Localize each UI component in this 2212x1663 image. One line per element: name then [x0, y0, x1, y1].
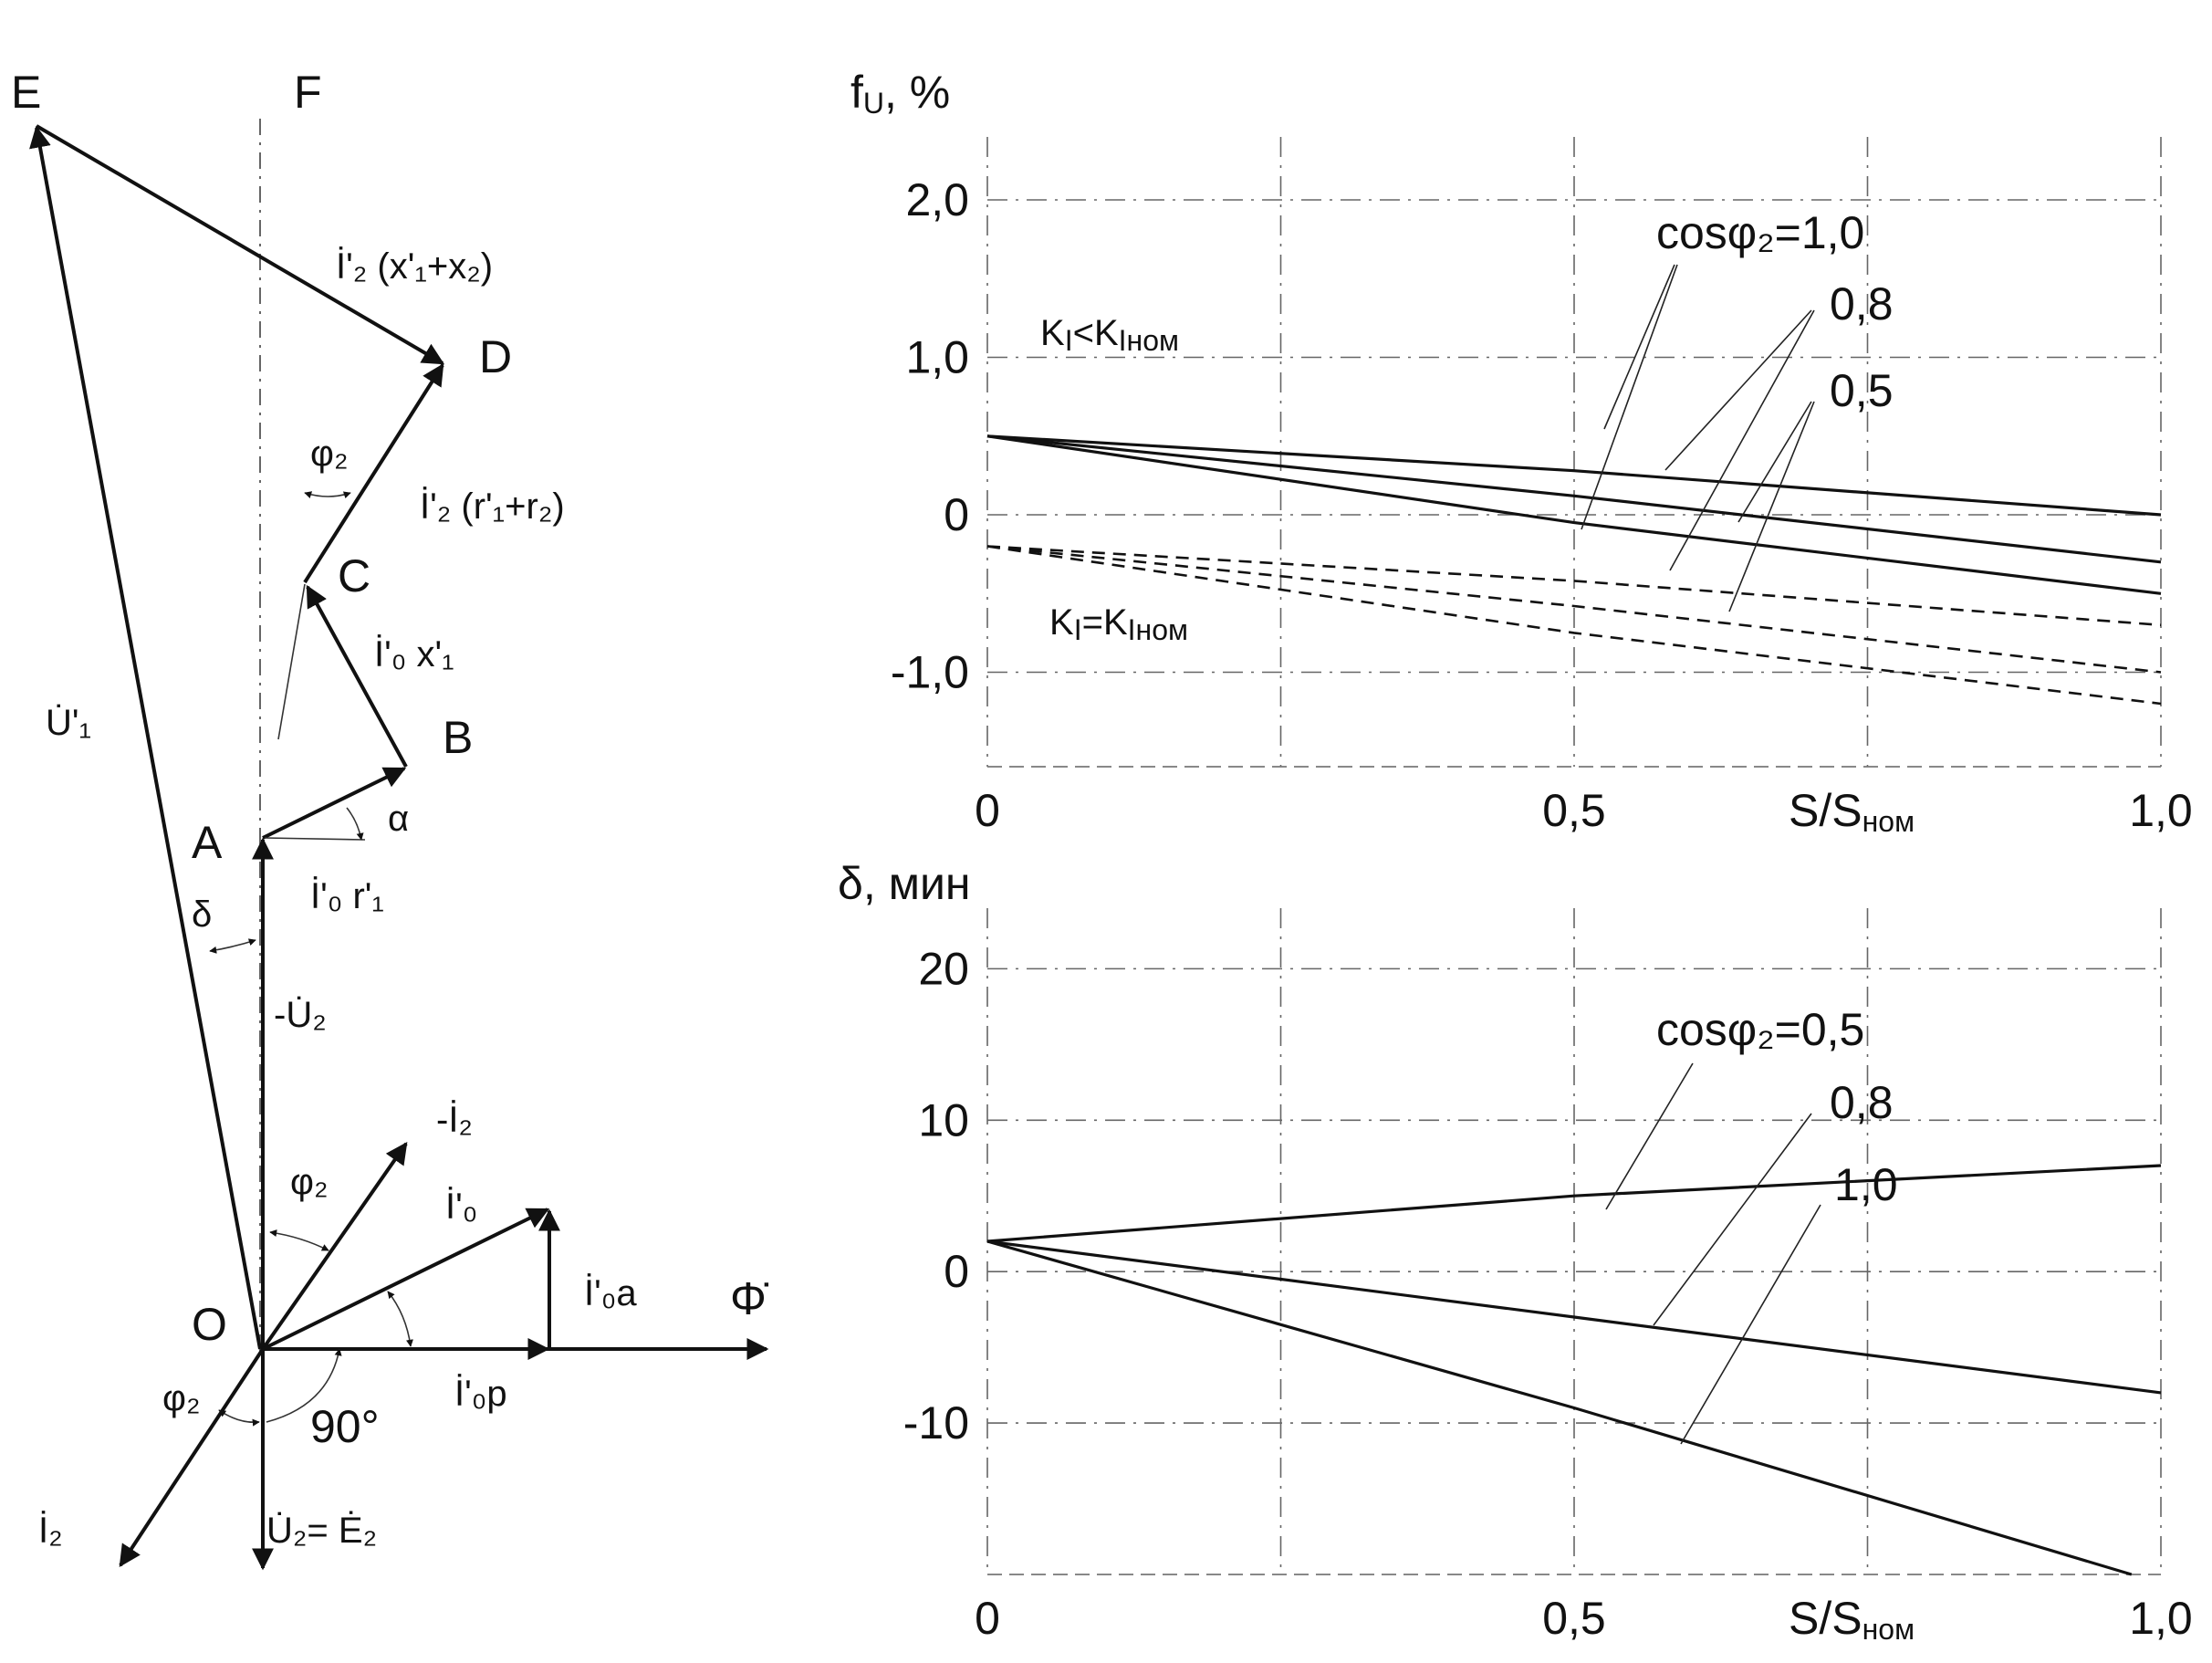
top-y-axis-label: fU, % [850, 67, 950, 120]
point-a-label: A [192, 817, 223, 868]
bottom-leader-10 [1680, 1204, 1821, 1445]
y-tick-label: 10 [918, 1094, 969, 1145]
i0-r1-label: İ'₀ r'₁ [310, 875, 384, 916]
phi2-angle-arc-top [304, 491, 351, 499]
series-line [986, 434, 2162, 595]
point-c-label: C [338, 550, 370, 601]
flux-label: Φ̇ [730, 1273, 769, 1324]
u2-e2-label: U̇₂= Ė₂ [266, 1510, 377, 1551]
bottom-chart-ticks: 20 10 0 -10 0 0,5 1,0 [903, 943, 2193, 1644]
i0-angle-arc [387, 1291, 413, 1347]
i2-rsum-vector [303, 362, 444, 584]
bottom-chart-grid [986, 908, 2162, 1575]
i2-rsum-label: İ'₂ (r'₁+r₂) [420, 486, 565, 527]
x-tick-label: 0 [975, 785, 1000, 836]
i0-label: İ'₀ [445, 1186, 477, 1227]
alpha-angle-arc [346, 807, 364, 841]
x-tick-label: 1,0 [2129, 785, 2193, 836]
series-line [986, 545, 2162, 706]
point-b-label: B [443, 712, 473, 763]
aux-line-c [277, 583, 306, 740]
y-tick-label: 0 [944, 1246, 969, 1297]
series-line [986, 545, 2162, 627]
aux-line-a [264, 837, 366, 841]
voltage-error-chart: 2,0 1,0 0 -1,0 0 0,5 1,0 fU, % S/Sном cosφ₂=1,… [850, 67, 2193, 838]
top-cos-label: cosφ₂=1,0 [1656, 207, 1864, 258]
phi2-label-mid: φ₂ [290, 1162, 328, 1202]
i2-xsum-vector [35, 124, 445, 365]
top-leader-05-dash [1728, 401, 1815, 612]
u1-vector [29, 125, 262, 1350]
i0-r1-vector [262, 767, 407, 840]
x-tick-label: 0 [975, 1593, 1000, 1644]
i0-vector [262, 1208, 550, 1351]
i0-x1-label: İ'₀ x'₁ [374, 633, 454, 675]
phasor-diagram: E F D C B A O İ'₂ (x'₁+x₂) İ'₂ (r'₁+r₂) … [11, 67, 769, 1571]
alpha-label: α [388, 799, 409, 839]
ninety-angle-arc [266, 1348, 342, 1423]
top-x-axis-label: S/Sном [1789, 785, 1915, 838]
phi2-label-low: φ₂ [162, 1378, 200, 1418]
x-tick-label: 1,0 [2129, 1593, 2193, 1644]
top-08-label: 0,8 [1830, 278, 1894, 329]
series-line [986, 1239, 2162, 1395]
y-tick-label: 1,0 [905, 332, 969, 383]
i2-xsum-label: İ'₂ (x'₁+x₂) [336, 246, 493, 287]
minus-u2-label: -U̇₂ [274, 995, 327, 1035]
top-chart-ticks: 2,0 1,0 0 -1,0 0 0,5 1,0 [891, 174, 2193, 836]
point-f-label: F [294, 67, 322, 118]
i2-label: İ₂ [38, 1510, 63, 1551]
bottom-leader-08 [1653, 1113, 1812, 1326]
y-tick-label: -10 [903, 1397, 969, 1449]
bottom-10-label: 1,0 [1834, 1159, 1898, 1210]
bottom-cos-label: cosφ₂=0,5 [1656, 1004, 1864, 1055]
point-o-label: O [192, 1299, 227, 1350]
x-tick-label: 0,5 [1542, 785, 1606, 836]
delta-label: δ [192, 894, 212, 935]
y-tick-label: 0 [944, 489, 969, 540]
top-chart-grid [986, 137, 2162, 768]
series-line [986, 434, 2162, 564]
bottom-x-axis-label: S/Sном [1789, 1593, 1915, 1646]
y-tick-label: -1,0 [891, 647, 969, 698]
top-chart-series [986, 434, 2162, 706]
ninety-degree-label: 90° [310, 1401, 380, 1452]
minus-i2-vector [261, 1142, 408, 1351]
point-e-label: E [11, 67, 41, 118]
ki-equal-label: KI=KIном [1049, 602, 1188, 646]
top-leader-cos1-dash [1581, 264, 1678, 530]
phi2-angle-arc-low [218, 1409, 260, 1427]
bottom-leader-05 [1605, 1062, 1694, 1210]
top-leader-08-solid [1664, 309, 1812, 471]
bottom-y-axis-label: δ, мин [838, 858, 971, 909]
u1-label: U̇'₁ [46, 703, 91, 743]
series-line [986, 434, 2162, 517]
top-leader-cos1-solid [1603, 264, 1675, 430]
top-05-label: 0,5 [1830, 365, 1894, 416]
minus-i2-label: -İ₂ [436, 1099, 473, 1140]
series-line [986, 1164, 2162, 1243]
i0p-label: İ'₀p [454, 1373, 507, 1414]
bottom-08-label: 0,8 [1830, 1077, 1894, 1128]
ki-less-label: KI<KIном [1040, 313, 1179, 357]
point-d-label: D [479, 331, 512, 382]
y-tick-label: 2,0 [905, 174, 969, 225]
x-tick-label: 0,5 [1542, 1593, 1606, 1644]
phi2-angle-arc-mid [269, 1229, 329, 1251]
y-tick-label: 20 [918, 943, 969, 994]
phi2-label-top: φ₂ [310, 434, 348, 474]
delta-angle-arc [209, 938, 256, 954]
top-leader-08-dash [1669, 309, 1815, 571]
bottom-chart-series [986, 1164, 2162, 1576]
i0-x1-vector [306, 584, 408, 768]
series-line [986, 545, 2162, 674]
series-line [986, 1239, 2133, 1576]
top-leader-05-solid [1737, 401, 1812, 523]
i0a-label: İ'₀a [584, 1272, 637, 1313]
i2-vector [119, 1347, 265, 1568]
